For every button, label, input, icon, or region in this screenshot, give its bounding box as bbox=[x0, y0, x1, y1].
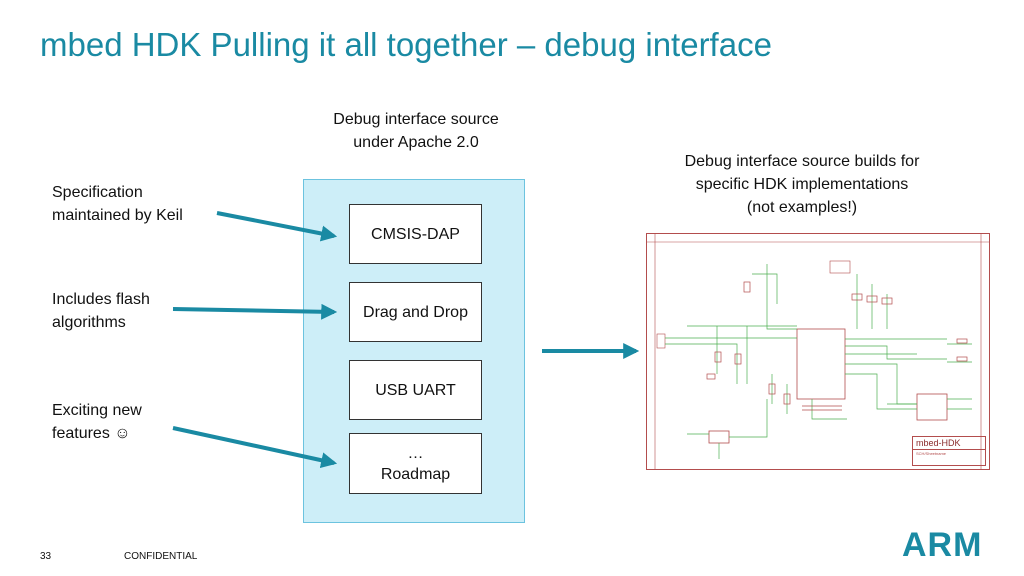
left-label-line-2: algorithms bbox=[52, 314, 126, 331]
slide-title: mbed HDK Pulling it all together – debug… bbox=[40, 26, 772, 63]
source-caption-line-1: Debug interface source bbox=[333, 111, 499, 128]
source-caption: Debug interface source under Apache 2.0 bbox=[316, 108, 516, 154]
module-drag-and-drop: Drag and Drop bbox=[349, 282, 482, 342]
schematic-drawing bbox=[647, 234, 989, 469]
schematic-image: mbed-HDK SCH/Sheetname bbox=[646, 233, 990, 470]
source-caption-line-2: under Apache 2.0 bbox=[353, 134, 479, 151]
confidential-label: CONFIDENTIAL bbox=[124, 551, 198, 562]
module-label: CMSIS-DAP bbox=[371, 225, 460, 243]
module-label: USB UART bbox=[375, 381, 456, 399]
builds-caption-line-3: (not examples!) bbox=[746, 199, 858, 216]
left-label-features: Exciting new features ☺ bbox=[52, 399, 142, 445]
left-label-line-2: features ☺ bbox=[52, 425, 131, 442]
module-label: Roadmap bbox=[380, 465, 451, 483]
builds-caption-line-1: Debug interface source builds for bbox=[684, 153, 920, 170]
left-label-line-1: Specification bbox=[52, 184, 143, 201]
left-label-line-1: Includes flash bbox=[52, 291, 150, 308]
module-usb-uart: USB UART bbox=[349, 360, 482, 420]
left-label-line-2: maintained by Keil bbox=[52, 207, 183, 224]
builds-caption: Debug interface source builds for specif… bbox=[656, 150, 948, 219]
builds-caption-line-2: specific HDK implementations bbox=[695, 176, 909, 193]
left-label-specification: Specification maintained by Keil bbox=[52, 181, 183, 227]
schematic-title-sub: SCH/Sheetname bbox=[916, 451, 947, 456]
page-number: 33 bbox=[40, 551, 52, 562]
left-label-line-1: Exciting new bbox=[52, 402, 142, 419]
arm-logo: ARM bbox=[902, 526, 983, 564]
schematic-title-block: mbed-HDK SCH/Sheetname bbox=[912, 436, 986, 466]
schematic-title-name: mbed-HDK bbox=[913, 437, 985, 450]
arrow-flash bbox=[172, 303, 338, 320]
arrow-specification bbox=[216, 211, 338, 242]
module-roadmap: … Roadmap bbox=[349, 433, 482, 494]
module-cmsis-dap: CMSIS-DAP bbox=[349, 204, 482, 264]
arrow-features bbox=[172, 426, 338, 469]
module-ellipsis: … bbox=[407, 444, 424, 462]
left-label-flash: Includes flash algorithms bbox=[52, 288, 150, 334]
module-label: Drag and Drop bbox=[363, 303, 468, 321]
